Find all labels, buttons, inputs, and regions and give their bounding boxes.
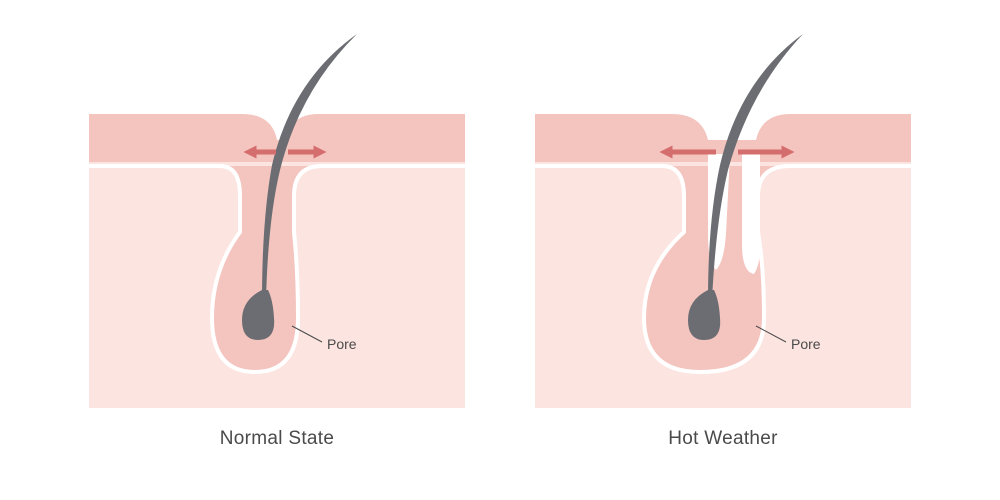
panel-normal-state [89, 34, 465, 408]
pore-label-hot: Pore [791, 336, 821, 352]
hair-shaft [262, 34, 357, 300]
hair-shaft [708, 34, 803, 300]
panel-title-normal-state: Normal State [219, 428, 335, 449]
panel-title-hot-weather: Hot Weather [668, 428, 778, 449]
pore-callout-line [291, 325, 323, 343]
epidermis-fill [535, 140, 911, 162]
hair-bulb [242, 290, 275, 340]
pore-callout-line [755, 325, 787, 343]
panel-hot-weather [535, 34, 911, 408]
follicle-sac [89, 164, 465, 375]
hair-bulb [688, 290, 721, 340]
pore-label-normal: Pore [327, 336, 357, 352]
